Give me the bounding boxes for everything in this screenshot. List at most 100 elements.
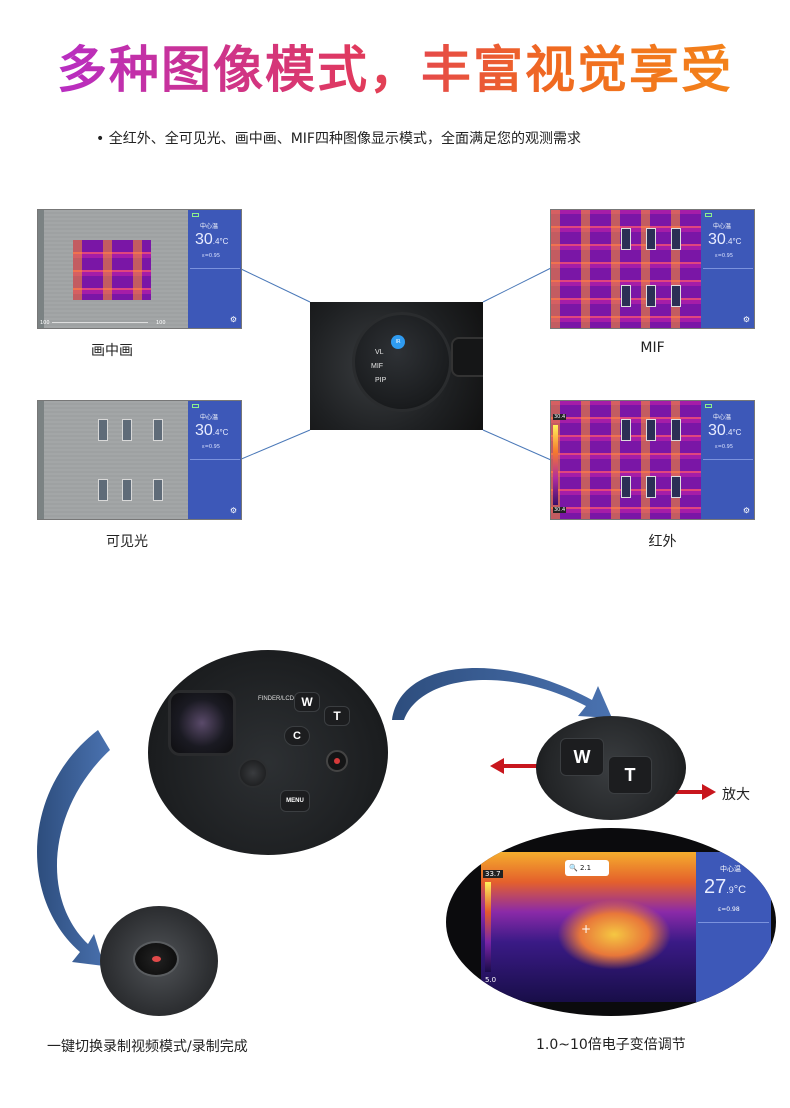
record-dot <box>152 956 161 962</box>
visible-view <box>38 401 188 519</box>
page-title: 多种图像模式，丰富视觉享受 <box>0 30 790 102</box>
temp-decimal: .4 <box>212 428 220 437</box>
arc-arrow-right <box>392 667 612 720</box>
oval-temp-unit: °C <box>733 884 747 896</box>
gear-icon: ⚙ <box>742 315 750 324</box>
zoom-range-caption: 1.0~10倍电子变倍调节 <box>536 1037 686 1053</box>
temp-integer: 30 <box>195 231 213 248</box>
record-button-large[interactable] <box>133 941 179 977</box>
arc-arrow-down <box>37 730 110 966</box>
building-window <box>671 228 681 250</box>
temp-integer: 30 <box>195 422 213 439</box>
camera-back-photo: FINDER/LCD W T C MENU <box>148 650 388 855</box>
panel-divider <box>190 268 240 269</box>
emissivity-value: ε=0.95 <box>202 444 221 450</box>
zoom-indicator: 🔍 2.1 <box>565 860 609 876</box>
pip-scale-right: 100 <box>156 320 166 326</box>
crosshair-icon: + <box>581 922 592 936</box>
oval-temp-bottom: 5.0 <box>485 976 497 984</box>
emissivity-value: ε=0.95 <box>715 253 734 259</box>
visible-screen: 中心温 30.4°C ε=0.95 ⚙ <box>37 400 242 520</box>
enlarge-label: 放大 <box>722 787 750 803</box>
mode-dial[interactable]: IR VL MIF PIP <box>352 312 452 412</box>
w-zoom-key[interactable]: W <box>294 692 320 712</box>
t-zoom-key[interactable]: T <box>324 706 350 726</box>
oval-temp-top: 33.7 <box>483 870 503 878</box>
pip-scale-left: 100 <box>40 320 50 326</box>
building-window <box>646 419 656 441</box>
oval-side-panel: 中心温 27.9°C ε=0.98 <box>696 852 771 1002</box>
finder-lcd-label: FINDER/LCD <box>258 696 295 702</box>
building-window <box>671 285 681 307</box>
zoom-out-arrow <box>490 758 548 774</box>
battery-icon <box>192 404 199 408</box>
pip-thermal-inset <box>73 240 151 300</box>
zoomed-thermal-view: 33.7 5.0 🔍 2.1 + <box>481 852 696 1002</box>
zoom-thermal-screen: 33.7 5.0 🔍 2.1 + 中心温 27.9°C ε=0.98 <box>446 828 776 1016</box>
menu-key[interactable]: MENU <box>280 790 310 812</box>
building-window <box>621 228 631 250</box>
building-window <box>671 419 681 441</box>
record-button[interactable] <box>326 750 348 772</box>
dial-pip-position: PIP <box>375 377 387 384</box>
infrared-mode-label: 红外 <box>648 534 677 550</box>
pip-visible-view: 100 100 <box>38 210 188 328</box>
mif-screen: 中心温 30.4°C ε=0.95 ⚙ <box>550 209 755 329</box>
gear-icon: ⚙ <box>742 506 750 515</box>
center-temp-value: 30.4°C <box>708 422 741 440</box>
center-temp-label: 中心温 <box>713 414 732 421</box>
camera-side-button <box>451 337 483 377</box>
dial-ir-position: IR <box>391 335 405 349</box>
mode-dial-photo: IR VL MIF PIP <box>310 302 483 430</box>
joystick[interactable] <box>238 758 268 788</box>
gear-icon: ⚙ <box>229 506 237 515</box>
building-window <box>646 228 656 250</box>
building-window <box>671 476 681 498</box>
ir-scale-bottom: 30.4 <box>553 507 567 513</box>
battery-icon <box>705 404 712 408</box>
c-key[interactable]: C <box>284 726 310 746</box>
t-zoom-key-closeup[interactable]: T <box>608 756 652 794</box>
center-temp-label: 中心温 <box>713 223 732 230</box>
pip-mode-label: 画中画 <box>91 343 133 359</box>
battery-icon <box>705 213 712 217</box>
temperature-scale-bar <box>485 882 491 972</box>
building-window <box>98 479 108 501</box>
temp-decimal: .4 <box>212 237 220 246</box>
building-window <box>621 285 631 307</box>
temperature-scale-bar <box>553 425 558 505</box>
viewfinder-eyepiece <box>168 690 236 756</box>
building-window <box>153 419 163 441</box>
temp-integer: 30 <box>708 422 726 439</box>
record-dot <box>334 758 340 764</box>
panel-divider <box>703 268 753 269</box>
building-window <box>621 419 631 441</box>
battery-icon <box>192 213 199 217</box>
panel-divider <box>190 459 240 460</box>
dial-mif-position: MIF <box>371 363 384 370</box>
record-button-closeup <box>100 906 218 1016</box>
w-zoom-key-closeup[interactable]: W <box>560 738 604 776</box>
mif-thermal-view <box>551 210 701 328</box>
oval-center-temp-label: 中心温 <box>720 865 741 873</box>
temp-unit: °C <box>219 428 229 437</box>
building-window <box>153 479 163 501</box>
center-temp-value: 30.4°C <box>708 231 741 249</box>
center-temp-value: 30.4°C <box>195 231 228 249</box>
building-window <box>621 476 631 498</box>
pip-screen: 100 100 中心温 30.4°C ε=0.95 ⚙ <box>37 209 242 329</box>
ir-scale-top: 30.4 <box>553 414 567 420</box>
temp-unit: °C <box>732 237 742 246</box>
oval-temp-value: 27.9°C <box>704 876 746 899</box>
mif-side-panel: 中心温 30.4°C ε=0.95 ⚙ <box>701 210 754 328</box>
zoom-in-arrow <box>656 784 716 800</box>
building-window <box>646 476 656 498</box>
dial-vl-position: VL <box>375 349 384 356</box>
panel-divider <box>703 459 753 460</box>
temp-decimal: .4 <box>725 428 733 437</box>
mif-mode-label: MIF <box>640 340 665 356</box>
center-temp-value: 30.4°C <box>195 422 228 440</box>
oval-emissivity: ε=0.98 <box>718 906 740 913</box>
oval-temp-integer: 27 <box>704 876 727 898</box>
